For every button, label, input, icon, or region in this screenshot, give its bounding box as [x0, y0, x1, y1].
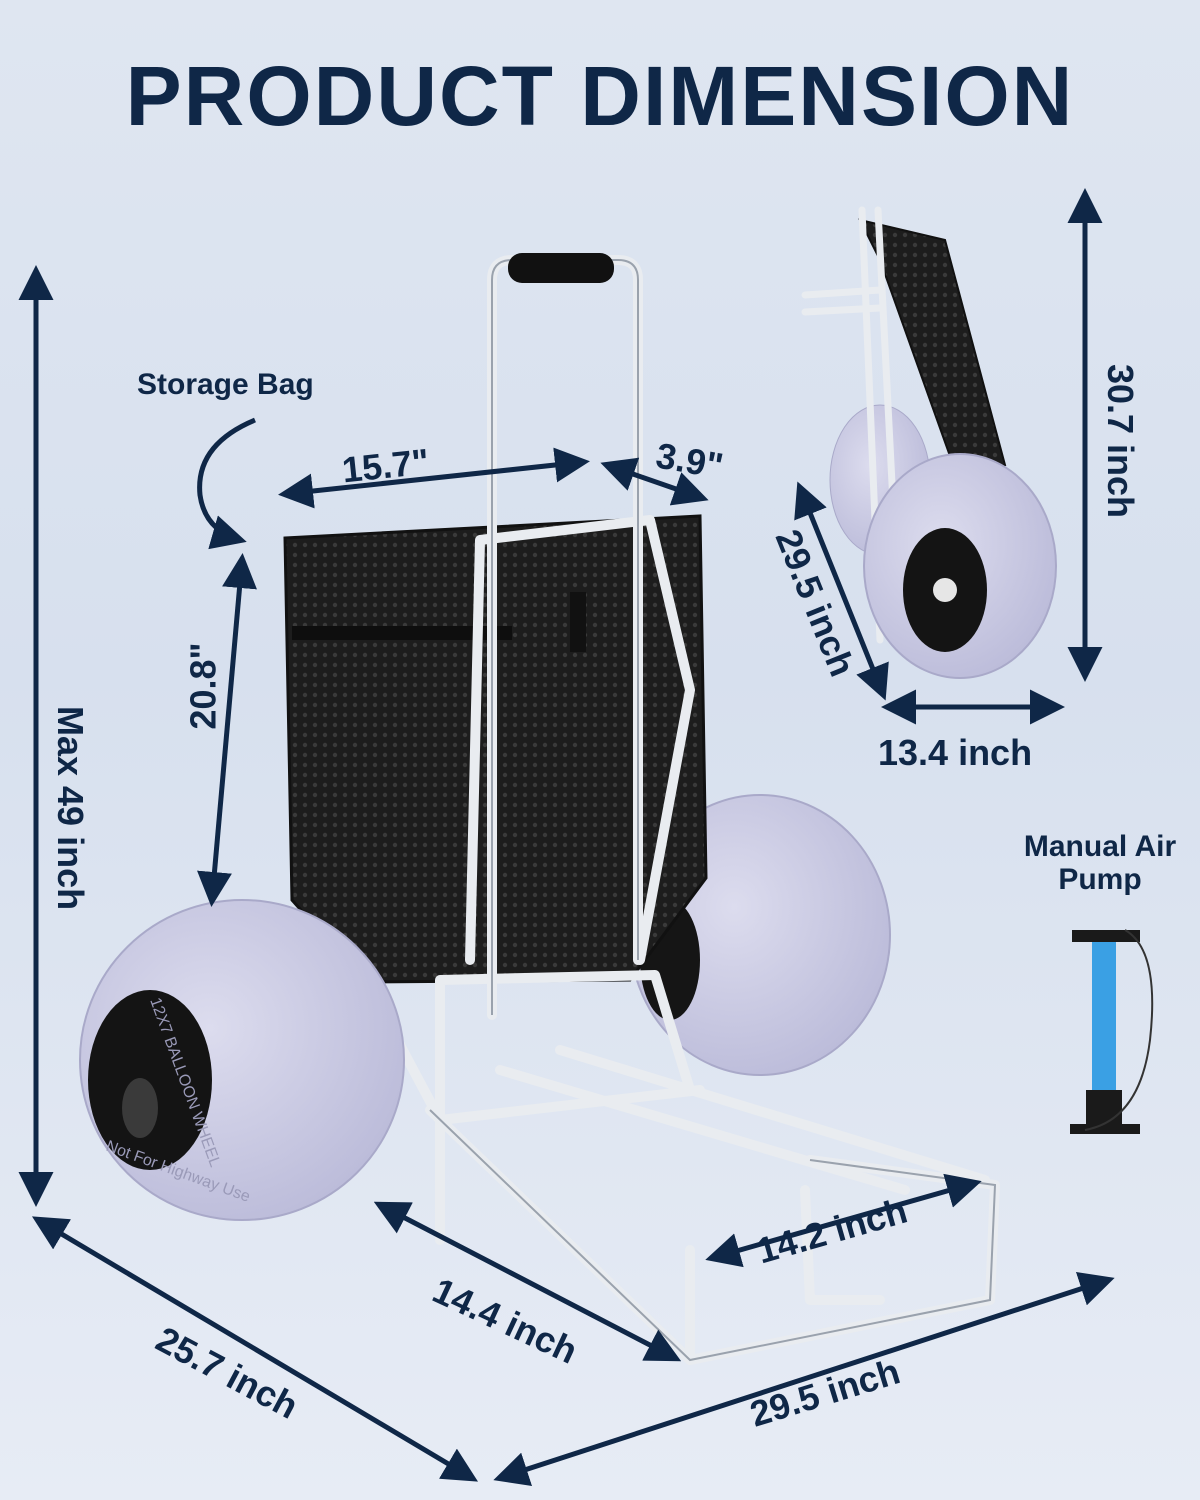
page-title: PRODUCT DIMENSION	[125, 49, 1075, 143]
bag-height-label: 20.8"	[182, 642, 224, 730]
arrow-bag-width	[278, 447, 590, 509]
max-height-label: Max 49 inch	[50, 706, 91, 911]
air-pump-label: Manual Air Pump	[1023, 830, 1177, 896]
folded-cart	[801, 206, 1057, 679]
folded-width-label: 13.4 inch	[878, 732, 1033, 773]
storage-bag-curve-arrow	[197, 417, 256, 550]
arrow-bag-depth	[600, 457, 709, 506]
arrow-platform-width	[705, 1173, 982, 1268]
arrow-bag-height	[197, 553, 257, 907]
air-pump	[1070, 929, 1154, 1134]
front-wheel: 12X7 BALLOON WHEEL Not For Highway Use	[79, 899, 405, 1221]
folded-height-label: 30.7 inch	[1100, 363, 1141, 519]
arrow-folded-length	[794, 481, 889, 701]
arrow-overall-length	[493, 1272, 1115, 1486]
handle-grip	[508, 253, 614, 283]
arrow-overall-width	[31, 1216, 479, 1482]
storage-bag-label: Storage Bag	[137, 368, 314, 401]
